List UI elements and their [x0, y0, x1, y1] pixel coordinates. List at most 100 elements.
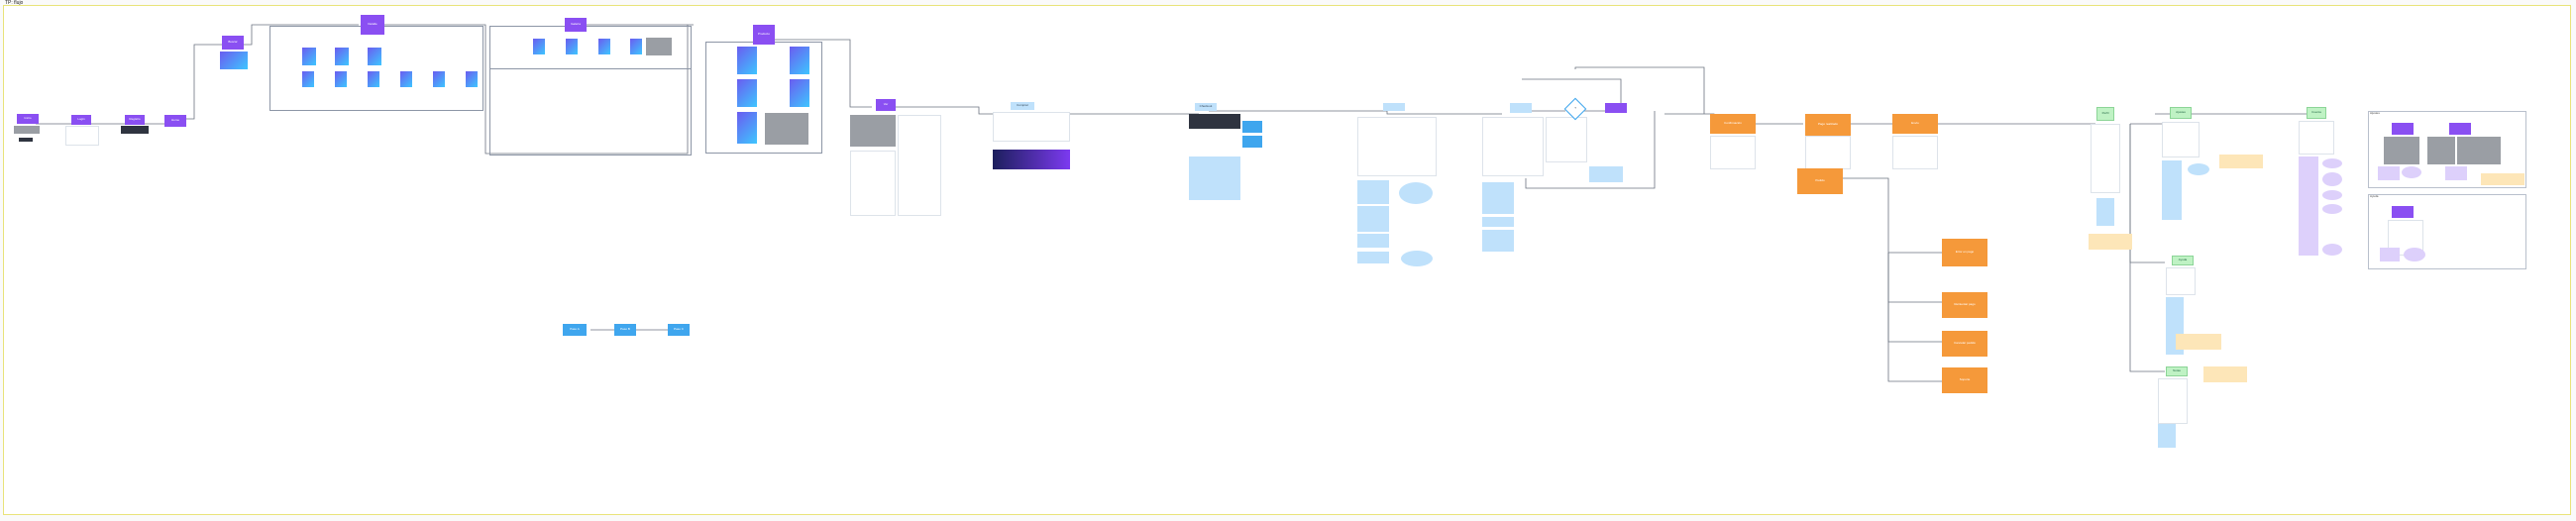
lav-ellipse-1	[2322, 158, 2342, 168]
form-screen	[1357, 117, 1437, 176]
gray-screen-3	[850, 115, 896, 147]
profile-notes	[2096, 198, 2114, 226]
note-box-1	[1242, 121, 1262, 133]
notes-yellow-note	[2203, 366, 2247, 382]
confirm-node[interactable]: Confirmación	[1710, 114, 1756, 134]
note-box-2	[1242, 136, 1262, 148]
section-node-1[interactable]	[2392, 123, 2414, 135]
section-settings	[2368, 111, 2526, 188]
section-lav-ellipse-1	[2402, 166, 2421, 178]
section-lav-3	[2380, 248, 2400, 261]
account-node[interactable]: Cuenta	[2307, 107, 2326, 119]
buy-node[interactable]: Comprar	[1011, 102, 1034, 110]
search-node[interactable]: Buscar	[222, 36, 244, 50]
notes-panel	[1189, 156, 1240, 200]
lav-ellipse-3	[2322, 190, 2342, 200]
home-node[interactable]: Home	[164, 115, 186, 127]
error-node[interactable]: Error en pago	[1942, 239, 1987, 266]
thumb-8	[433, 71, 445, 87]
section-gray-1	[2384, 137, 2419, 164]
register-screen	[121, 126, 149, 134]
info-panel-8	[1589, 166, 1623, 182]
settings-node[interactable]: Ajustes	[2170, 107, 2192, 119]
thumb-15	[790, 47, 809, 74]
section-lav-1	[2378, 166, 2400, 180]
start-node[interactable]: Inicio	[17, 114, 39, 124]
confirm-screen	[1710, 136, 1756, 169]
section-settings-title: Ajustes	[2370, 111, 2380, 115]
section-yellow-note	[2481, 173, 2524, 185]
login-node[interactable]: Login	[71, 115, 91, 125]
thumb-9	[466, 71, 478, 87]
notes-screen	[2158, 378, 2188, 424]
thumb-11	[566, 39, 578, 54]
info-panel-1	[1357, 180, 1389, 204]
list-screen-2	[898, 115, 941, 216]
section-help-title: Ayuda	[2370, 194, 2379, 198]
product-node[interactable]: Producto	[753, 25, 775, 45]
account-lavender-panel	[2299, 156, 2318, 256]
profile-yellow-note	[2089, 234, 2132, 250]
profile-node[interactable]: Perfil	[2096, 107, 2114, 121]
retry-node[interactable]: Reintentar pago	[1942, 292, 1987, 318]
thumb-12	[598, 39, 610, 54]
group-gallery	[269, 26, 483, 111]
order-node[interactable]: Pedido	[1797, 168, 1843, 194]
gallery-node[interactable]: Galería	[565, 18, 587, 32]
account-screen	[2299, 121, 2334, 155]
info-panel-5	[1482, 182, 1514, 214]
decision-yes-node[interactable]	[1605, 103, 1627, 113]
section-gray-2	[2427, 137, 2455, 164]
lav-ellipse-5	[2322, 244, 2342, 256]
bottom-node-3[interactable]: Paso C	[668, 324, 690, 336]
thumb-13	[630, 39, 642, 54]
section-lav-2	[2445, 166, 2467, 180]
section-help	[2368, 194, 2526, 269]
paid-node[interactable]: Pago realizado	[1805, 114, 1851, 136]
board-frame	[3, 5, 2571, 515]
help-screen	[2166, 267, 2196, 295]
info-panel-6	[1482, 217, 1514, 227]
gray-screen-2	[765, 113, 808, 145]
profile-screen	[2091, 124, 2120, 193]
start-logo	[19, 138, 33, 142]
bottom-node-1[interactable]: Paso A	[563, 324, 587, 336]
checkout-screen	[1189, 114, 1240, 129]
support-node[interactable]: Soporte	[1942, 367, 1987, 393]
section-node-3[interactable]	[2392, 206, 2414, 218]
step-a-node[interactable]	[1383, 103, 1405, 111]
shipping-node[interactable]: Envío	[1892, 114, 1938, 134]
section-node-2[interactable]	[2449, 123, 2471, 135]
ellipse-1	[1399, 182, 1433, 204]
detail-node[interactable]: Detalle	[361, 15, 384, 35]
settings-notes	[2162, 160, 2182, 220]
settings-ellipse	[2188, 163, 2209, 175]
help-node[interactable]: Ayuda	[2172, 256, 2194, 265]
section-lav-ellipse-2	[2404, 248, 2425, 261]
lav-ellipse-2	[2322, 172, 2342, 186]
notes-node[interactable]: Notas	[2166, 366, 2188, 376]
ellipse-2	[1401, 251, 1433, 266]
view-node[interactable]: Ver	[876, 99, 896, 111]
help-yellow-note	[2176, 334, 2221, 350]
bottom-node-2[interactable]: Paso B	[614, 324, 636, 336]
thumb-3	[368, 48, 381, 65]
settings-screen	[2162, 122, 2200, 157]
cancel-node[interactable]: Cancelar pedido	[1942, 331, 1987, 357]
thumb-18	[737, 112, 757, 144]
step-b-node[interactable]	[1510, 103, 1532, 113]
register-node[interactable]: Registro	[125, 115, 145, 125]
board-title: TP: flujo	[5, 0, 24, 6]
info-panel-2	[1357, 206, 1389, 232]
thumb-5	[335, 71, 347, 87]
thumb-2	[335, 48, 349, 65]
paid-screen	[1805, 136, 1851, 169]
search-screen	[220, 52, 248, 69]
list-screen-1	[850, 151, 896, 216]
checkout-node[interactable]: Checkout	[1195, 103, 1217, 111]
section-gray-3	[2457, 137, 2501, 164]
thumb-17	[790, 79, 809, 107]
notes-panel-2	[2158, 424, 2176, 448]
thumb-1	[302, 48, 316, 65]
